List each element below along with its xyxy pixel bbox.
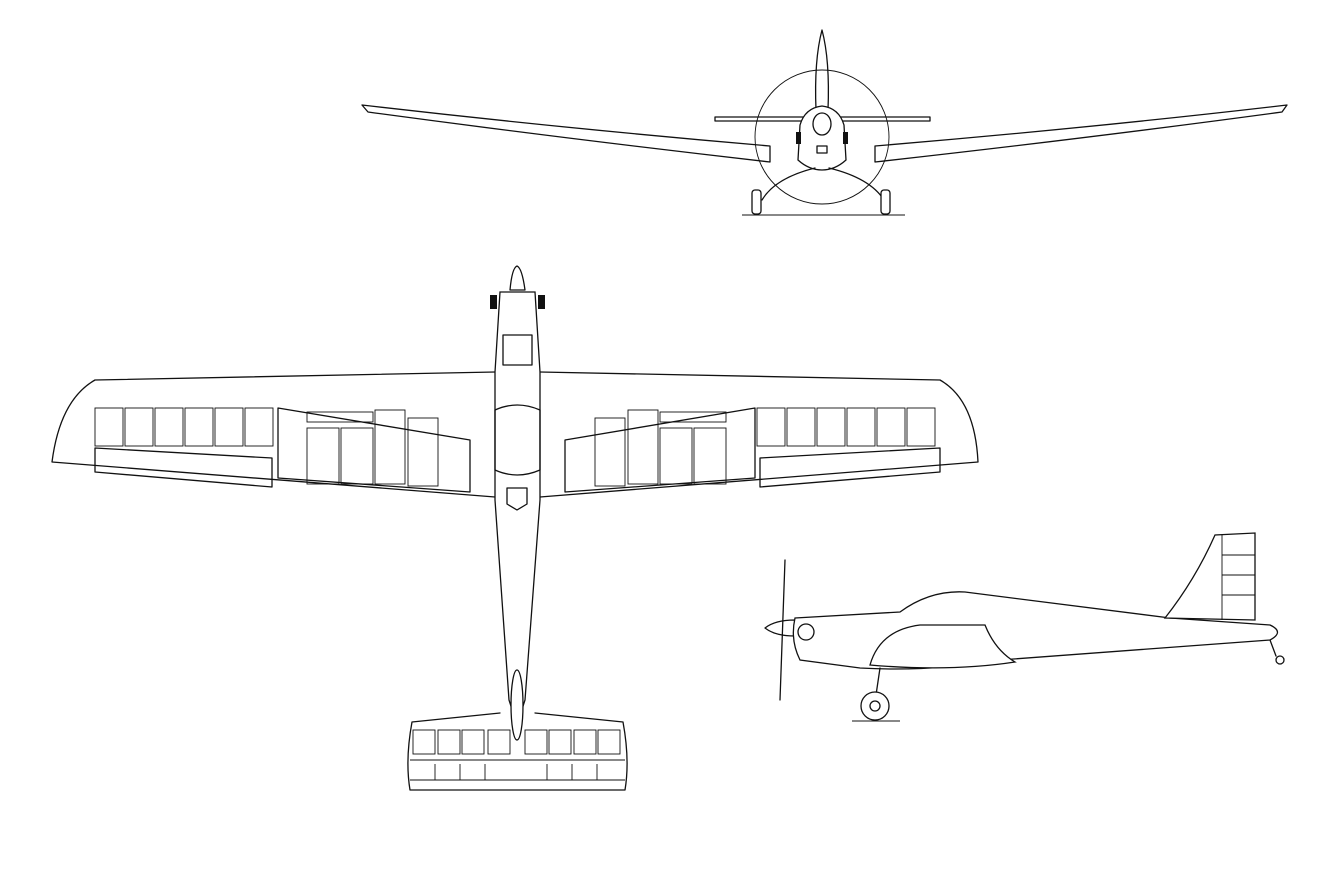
side-view: [764, 532, 1285, 722]
top-fin: [510, 669, 524, 741]
side-exhaust: [797, 623, 815, 641]
side-fin: [1163, 532, 1256, 621]
top-wing-right: [539, 371, 979, 498]
front-propeller-disc: [754, 69, 890, 205]
front-cylinder-left: [796, 132, 801, 144]
top-flap-left: [277, 407, 471, 493]
top-tailplane: [407, 712, 628, 791]
top-cylinder-right: [538, 295, 545, 309]
top-spinner: [509, 265, 526, 291]
top-fuselage: [494, 291, 541, 728]
top-aileron-right: [759, 447, 941, 488]
front-view: [361, 29, 1288, 216]
top-wing-ribs-right: [594, 407, 936, 487]
front-gear-left: [761, 167, 816, 201]
side-wheel: [860, 691, 890, 721]
front-wheel-left: [751, 189, 762, 215]
top-wing-left: [51, 371, 496, 498]
front-wing-right: [874, 104, 1288, 163]
side-tailwheel-wheel: [1275, 655, 1285, 665]
top-hatch: [506, 487, 528, 511]
front-tailplane: [714, 116, 931, 122]
side-wing: [869, 624, 1017, 669]
top-elevator-ribs: [410, 729, 625, 781]
front-gear-right: [828, 167, 885, 201]
top-cowling-panel: [502, 334, 533, 366]
front-wing-left: [361, 104, 771, 163]
top-cylinder-left: [490, 295, 497, 309]
side-wheel-hub: [869, 700, 881, 712]
side-rudder-ribs: [1221, 535, 1255, 620]
front-intake: [816, 145, 828, 154]
side-propeller: [779, 559, 786, 701]
top-aileron-left: [94, 447, 273, 488]
front-fuselage: [797, 105, 847, 171]
side-tailwheel: [1269, 639, 1277, 657]
top-view: [51, 265, 979, 791]
top-wing-ribs-left: [94, 407, 439, 487]
side-gear-leg: [875, 667, 881, 696]
side-spinner: [764, 619, 796, 637]
top-canopy: [494, 404, 541, 476]
front-cylinder-right: [843, 132, 848, 144]
front-wheel-right: [880, 189, 891, 215]
front-spinner: [812, 112, 832, 136]
